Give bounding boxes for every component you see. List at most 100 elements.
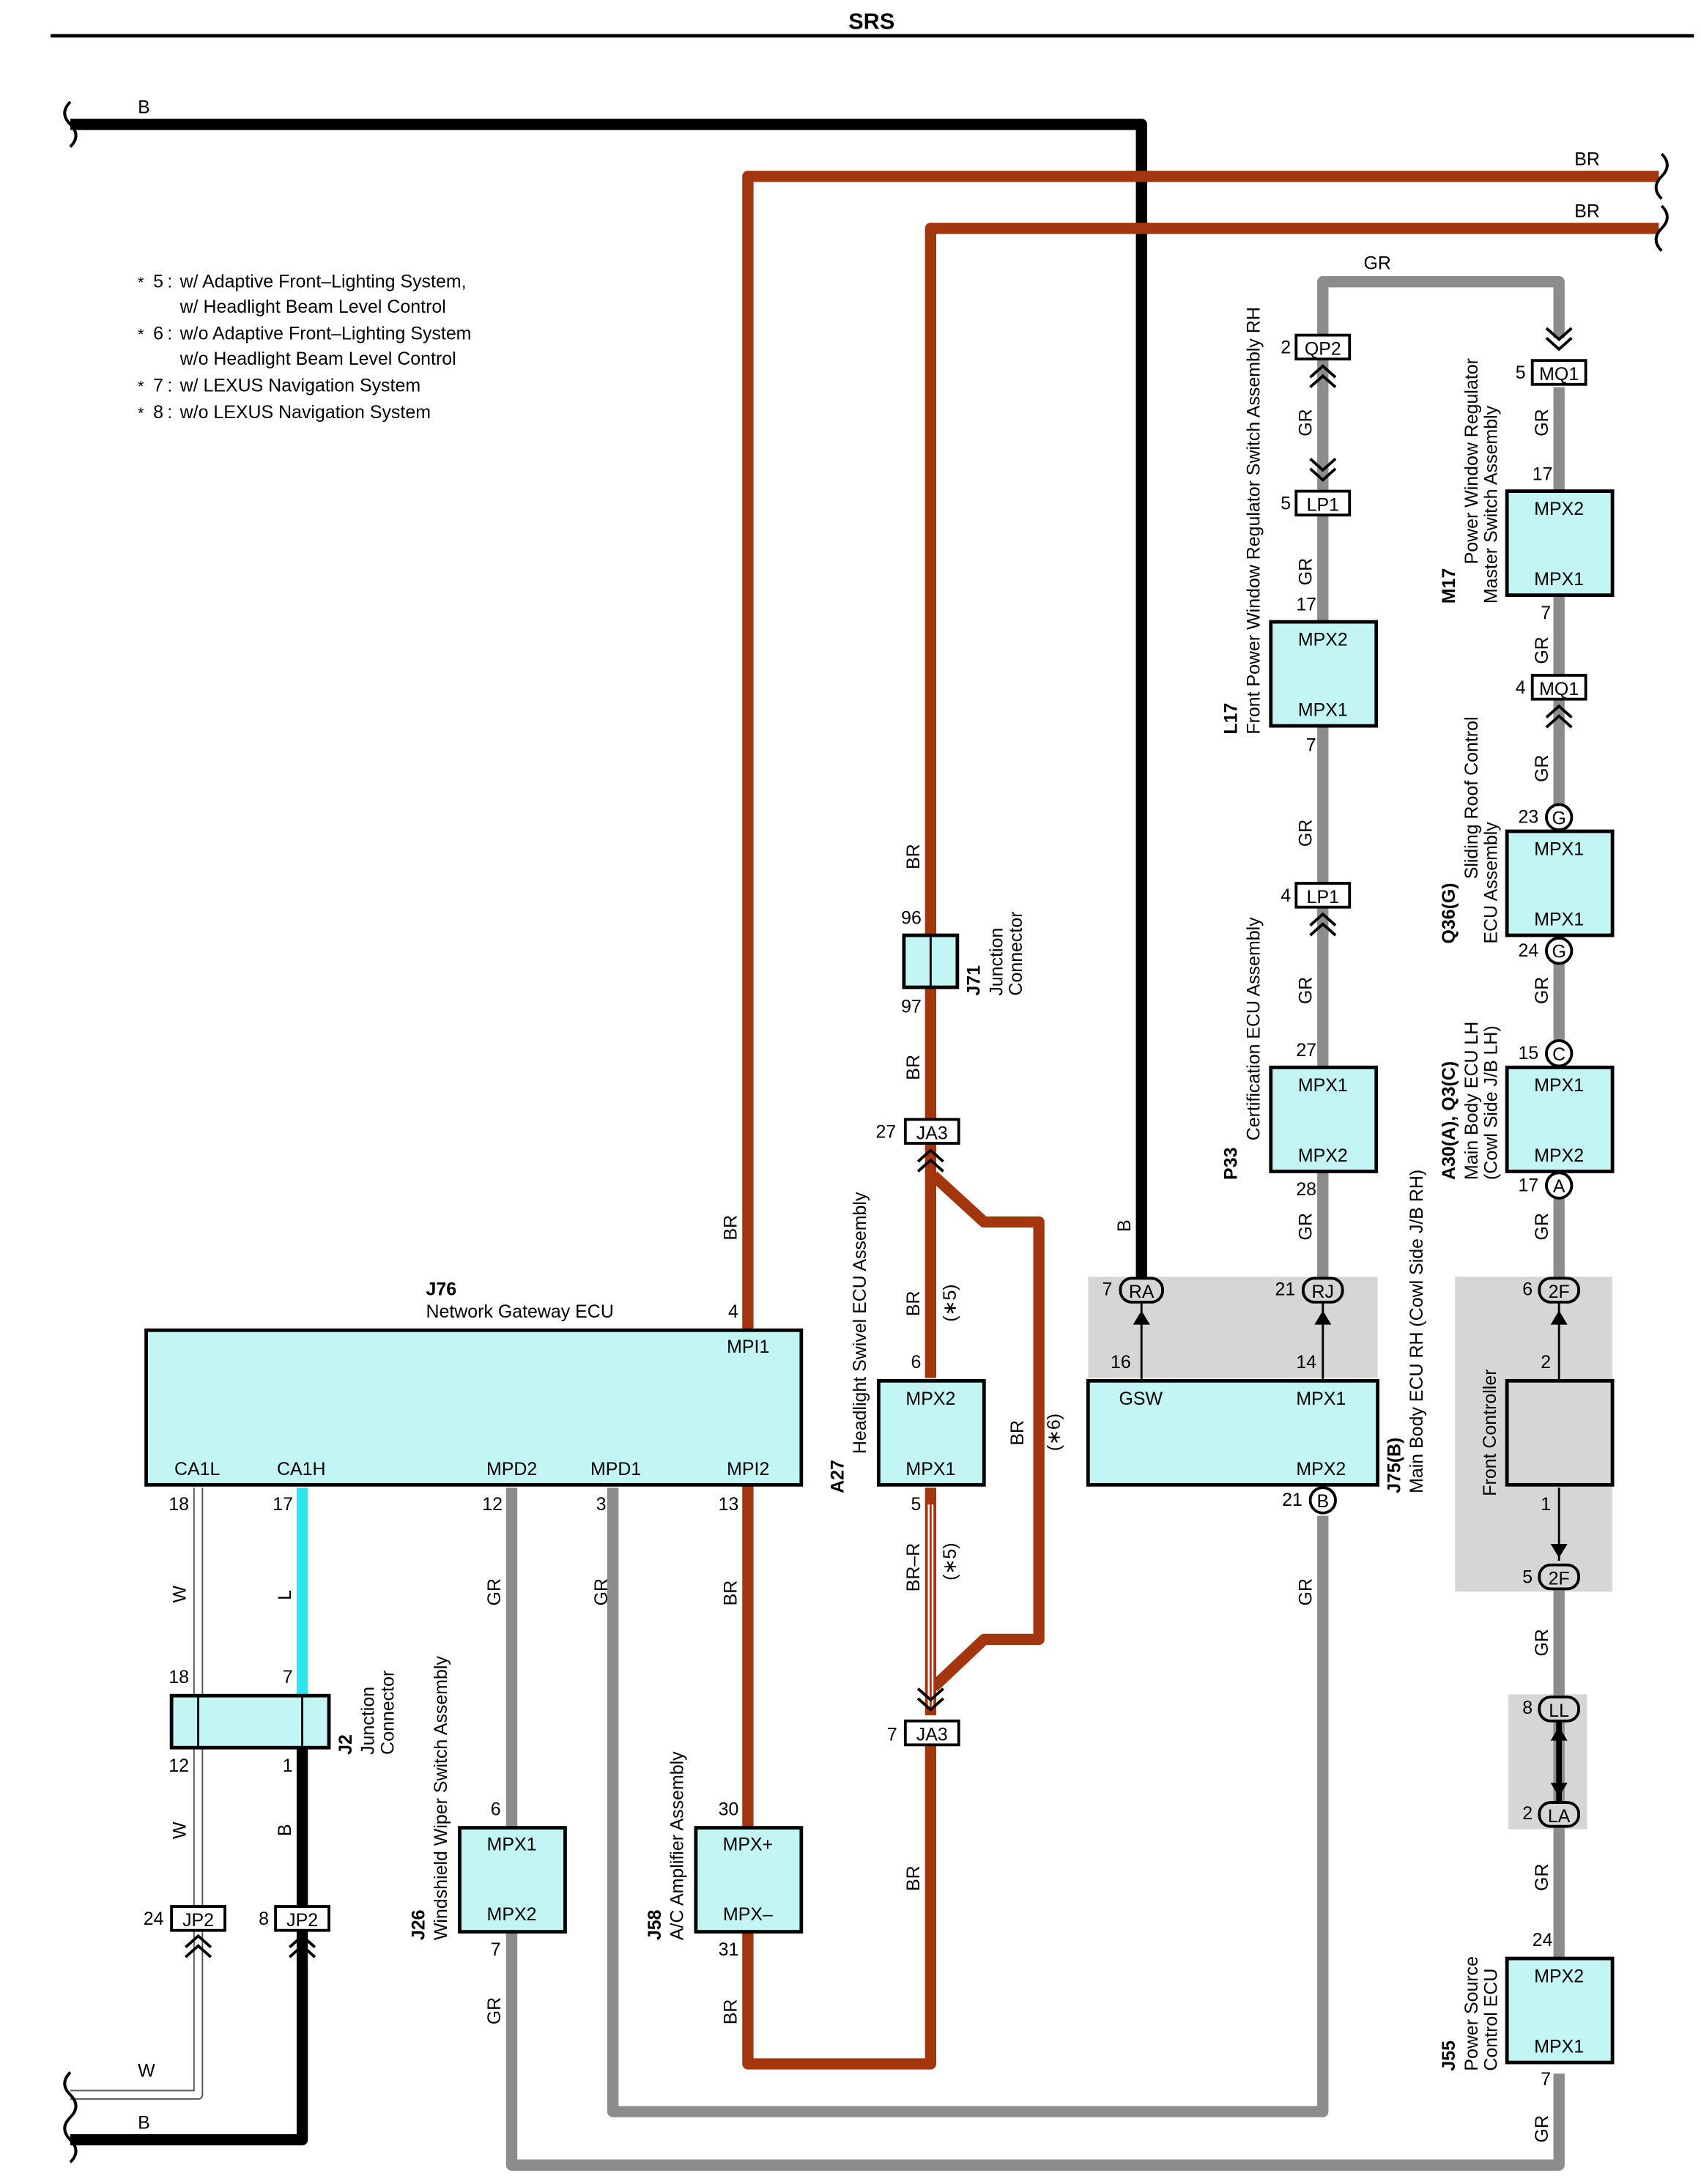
svg-text:*: * bbox=[138, 326, 144, 343]
svg-text:B: B bbox=[138, 97, 150, 117]
svg-text:w/ Headlight Beam Level Contro: w/ Headlight Beam Level Control bbox=[179, 297, 446, 317]
svg-text:24: 24 bbox=[1519, 940, 1539, 961]
m17-switch: MPX2 MPX1 M17 Power Window Regulator Mas… bbox=[1439, 358, 1615, 603]
svg-text:4: 4 bbox=[728, 1301, 738, 1322]
svg-text:GR: GR bbox=[1532, 977, 1552, 1004]
svg-text:6: 6 bbox=[491, 1799, 501, 1819]
svg-text:MPX2: MPX2 bbox=[1534, 1966, 1584, 1987]
connector-ll: LL bbox=[1538, 1695, 1580, 1741]
svg-text:P33: P33 bbox=[1221, 1148, 1242, 1180]
svg-text:BR–R: BR–R bbox=[903, 1543, 924, 1592]
svg-text:J2: J2 bbox=[336, 1734, 356, 1755]
svg-text:A/C Amplifier Assembly: A/C Amplifier Assembly bbox=[667, 1751, 688, 1940]
svg-text:GR: GR bbox=[1295, 977, 1316, 1004]
svg-text:7: 7 bbox=[1306, 735, 1316, 756]
svg-text:8: 8 bbox=[153, 402, 163, 423]
svg-text:A: A bbox=[1553, 1176, 1565, 1197]
svg-text:BR: BR bbox=[721, 1999, 741, 2025]
svg-text:*: * bbox=[138, 378, 144, 395]
connector-2f-top: 2F bbox=[1538, 1277, 1580, 1325]
svg-text:1: 1 bbox=[283, 1756, 293, 1776]
svg-text:27: 27 bbox=[1296, 1040, 1316, 1061]
svg-text:MPX2: MPX2 bbox=[905, 1389, 955, 1409]
svg-text:Front Controller: Front Controller bbox=[1480, 1369, 1500, 1496]
svg-text:A27: A27 bbox=[827, 1460, 848, 1493]
svg-text::: : bbox=[167, 402, 172, 423]
svg-text:16: 16 bbox=[1111, 1352, 1131, 1373]
svg-text:MQ1: MQ1 bbox=[1539, 679, 1579, 699]
svg-text:Front Power Window Regulator S: Front Power Window Regulator Switch Asse… bbox=[1243, 307, 1264, 734]
svg-text:2F: 2F bbox=[1549, 1282, 1570, 1302]
svg-text:8: 8 bbox=[259, 1909, 269, 1929]
svg-text:21: 21 bbox=[1282, 1490, 1302, 1510]
svg-text:w/o Adaptive Front–Lighting Sy: w/o Adaptive Front–Lighting System bbox=[179, 323, 472, 343]
svg-text:MPX2: MPX2 bbox=[487, 1904, 537, 1925]
svg-text:GR: GR bbox=[1295, 1578, 1316, 1605]
svg-text:13: 13 bbox=[719, 1494, 739, 1515]
svg-text:BR: BR bbox=[721, 1581, 741, 1606]
svg-text::: : bbox=[167, 271, 172, 291]
svg-text:4: 4 bbox=[1281, 885, 1291, 906]
svg-text:BR: BR bbox=[1574, 201, 1600, 221]
svg-text:J58: J58 bbox=[645, 1909, 665, 1940]
svg-text::: : bbox=[167, 375, 172, 395]
note-6: * 6 : w/o Adaptive Front–Lighting System… bbox=[138, 323, 471, 369]
svg-text:GR: GR bbox=[1295, 1213, 1316, 1240]
note-5: * 5 : w/ Adaptive Front–Lighting System,… bbox=[138, 271, 466, 317]
svg-text:Power Window Regulator: Power Window Regulator bbox=[1461, 358, 1482, 564]
svg-text:15: 15 bbox=[1519, 1043, 1539, 1063]
svg-text:14: 14 bbox=[1296, 1352, 1316, 1373]
svg-text:Junction: Junction bbox=[357, 1687, 378, 1755]
svg-text:Connector: Connector bbox=[1006, 911, 1026, 995]
svg-text:BR: BR bbox=[721, 1215, 741, 1241]
svg-text:RJ: RJ bbox=[1312, 1282, 1334, 1302]
svg-text:Connector: Connector bbox=[377, 1671, 398, 1755]
svg-text:BR: BR bbox=[903, 1055, 924, 1080]
svg-text:Q36(G): Q36(G) bbox=[1439, 883, 1459, 943]
a27-ecu: MPX2 MPX1 A27 Headlight Swivel ECU Assem… bbox=[827, 1192, 986, 1493]
svg-text:7: 7 bbox=[1541, 603, 1551, 623]
svg-text:MPX1: MPX1 bbox=[1534, 839, 1584, 860]
svg-text:17: 17 bbox=[1519, 1175, 1539, 1195]
svg-text:MPX2: MPX2 bbox=[1534, 499, 1584, 519]
connector-ja3-bottom: JA3 bbox=[903, 1687, 960, 1747]
svg-text:7: 7 bbox=[887, 1725, 897, 1745]
wire-br-1 bbox=[742, 171, 1659, 2070]
svg-text:24: 24 bbox=[144, 1909, 164, 1929]
svg-text:J55: J55 bbox=[1439, 2040, 1459, 2071]
svg-text:GR: GR bbox=[1295, 820, 1316, 847]
svg-text:J75(B): J75(B) bbox=[1384, 1438, 1404, 1493]
connector-qp2: QP2 bbox=[1294, 333, 1352, 389]
connector-a: A bbox=[1544, 1171, 1574, 1200]
svg-text:MPX1: MPX1 bbox=[1534, 910, 1584, 930]
svg-text:(∗6): (∗6) bbox=[1044, 1414, 1064, 1451]
svg-text:CA1L: CA1L bbox=[174, 1459, 220, 1479]
svg-text:C: C bbox=[1552, 1044, 1565, 1065]
svg-text:8: 8 bbox=[1522, 1698, 1533, 1718]
svg-text:LA: LA bbox=[1548, 1806, 1571, 1827]
svg-text:GR: GR bbox=[484, 1997, 505, 2024]
svg-text:JA3: JA3 bbox=[916, 1123, 948, 1143]
svg-text:QP2: QP2 bbox=[1305, 338, 1341, 359]
svg-text:B: B bbox=[1316, 1491, 1329, 1512]
svg-text:J26: J26 bbox=[409, 1910, 429, 1941]
svg-text:Control ECU: Control ECU bbox=[1481, 1969, 1502, 2071]
svg-text:MPX1: MPX1 bbox=[905, 1459, 955, 1479]
svg-text:LL: LL bbox=[1549, 1701, 1569, 1721]
svg-text:Headlight Swivel ECU Assembly: Headlight Swivel ECU Assembly bbox=[850, 1192, 870, 1454]
svg-text:2: 2 bbox=[1541, 1352, 1551, 1373]
svg-text:GR: GR bbox=[1532, 1629, 1552, 1656]
svg-text:2: 2 bbox=[1522, 1803, 1533, 1824]
svg-text:(∗5): (∗5) bbox=[940, 1284, 960, 1321]
svg-text:*: * bbox=[138, 405, 144, 422]
svg-text::: : bbox=[167, 323, 172, 343]
svg-text:97: 97 bbox=[901, 997, 922, 1017]
svg-text:CA1H: CA1H bbox=[277, 1459, 326, 1479]
svg-text:GR: GR bbox=[484, 1578, 505, 1605]
wire-b-top bbox=[70, 119, 1147, 1282]
l17-switch: MPX2 MPX1 L17 Front Power Window Regulat… bbox=[1221, 307, 1379, 735]
svg-text:MPX–: MPX– bbox=[723, 1904, 773, 1925]
svg-text:G: G bbox=[1552, 942, 1565, 962]
svg-text:2F: 2F bbox=[1549, 1569, 1570, 1589]
svg-text:21: 21 bbox=[1275, 1279, 1296, 1299]
